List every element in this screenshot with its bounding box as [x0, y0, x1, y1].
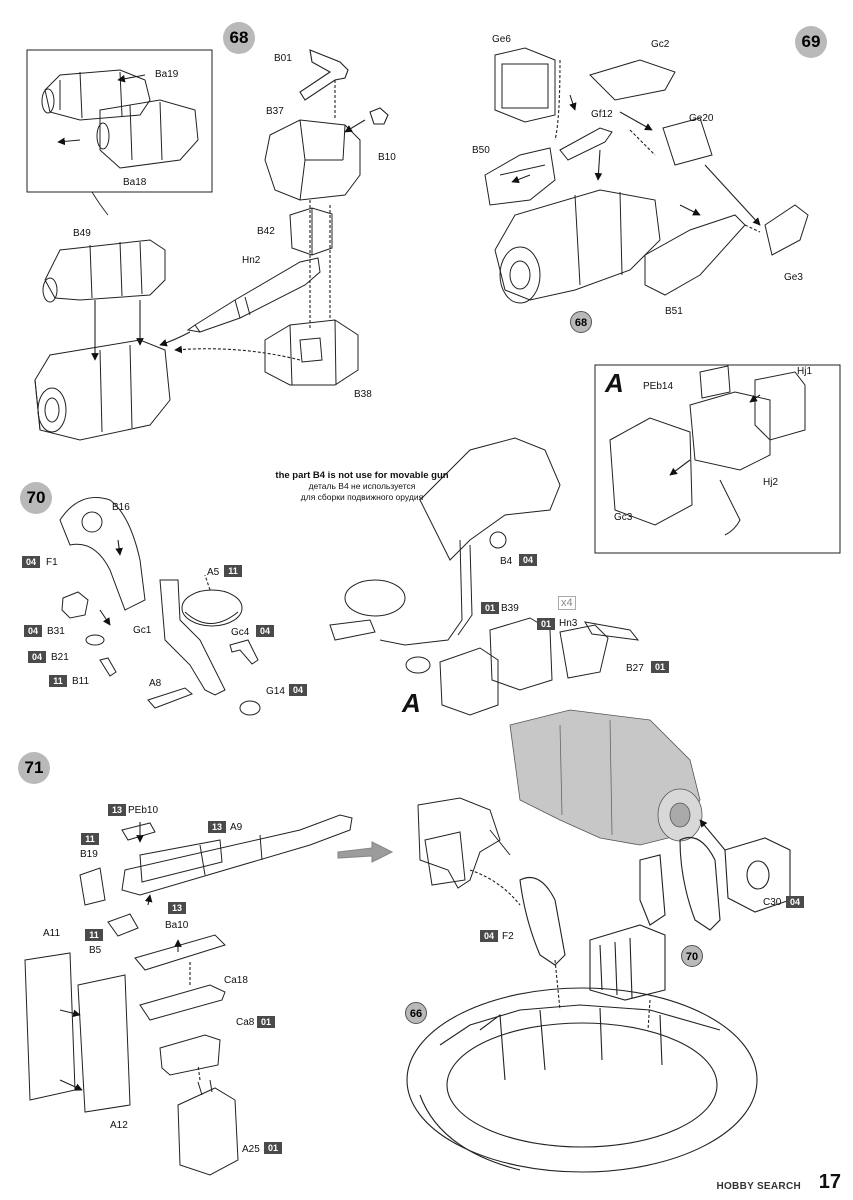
part-label-b27: B27 [626, 663, 644, 674]
part-label-gc2: Gc2 [651, 39, 670, 50]
part-label-c30: C30 [763, 897, 782, 908]
part-label-g14: G14 [266, 686, 285, 697]
part-label-b49: B49 [73, 228, 91, 239]
part-label-a8: A8 [149, 678, 162, 689]
code-badge-ca8: 01 [257, 1016, 275, 1028]
part-label-b51: B51 [665, 306, 683, 317]
part-label-hn3: Hn3 [559, 618, 578, 629]
code-badge-a25: 01 [264, 1142, 282, 1154]
part-label-a11: A11 [43, 928, 61, 939]
part-label-peb14: PEb14 [643, 381, 674, 392]
part-label-b50: B50 [472, 145, 490, 156]
code-badge-b19: 11 [81, 833, 99, 845]
part-label-b42: B42 [257, 226, 275, 237]
watermark: HOBBY SEARCH [716, 1181, 801, 1192]
page-number: 17 [818, 1171, 841, 1193]
part-label-b31: B31 [47, 626, 65, 637]
code-badge-b31: 04 [24, 625, 42, 637]
part-label-peb10: PEb10 [128, 805, 159, 816]
code-badge-f1: 04 [22, 556, 40, 568]
code-badge-b4: 04 [519, 554, 537, 566]
code-badge-b11: 11 [49, 675, 67, 687]
part-label-b19: B19 [80, 849, 98, 860]
part-label-ge3: Ge3 [784, 272, 803, 283]
step-69-badge: 69 [795, 26, 827, 58]
part-label-b01: B01 [274, 53, 292, 64]
part-label-ba10: Ba10 [165, 920, 189, 931]
part-label-b39: B39 [501, 603, 519, 614]
code-badge-c30: 04 [786, 896, 804, 908]
part-label-ca8: Ca8 [236, 1017, 255, 1028]
part-label-a12: A12 [110, 1120, 128, 1131]
code-badge-a5: 11 [224, 565, 242, 577]
part-label-b21: B21 [51, 652, 69, 663]
part-label-a9: A9 [230, 822, 243, 833]
subassembly-a-label: A [402, 688, 421, 718]
step-68-badge: 68 [223, 22, 255, 54]
code-badge-f2: 04 [480, 930, 498, 942]
part-label-ge6: Ge6 [492, 34, 511, 45]
code-badge-b5: 11 [85, 929, 103, 941]
part-label-ge20: Ge20 [689, 113, 714, 124]
part-label-a25: A25 [242, 1144, 260, 1155]
code-badge-peb10: 13 [108, 804, 126, 816]
note-russian-line-1: деталь B4 не используется [308, 481, 416, 491]
part-label-f2: F2 [502, 931, 514, 942]
b4-note: the part B4 is not use for movable gun д… [262, 470, 462, 503]
part-label-b16: B16 [112, 502, 130, 513]
note-russian-line-2: для сборки подвижного орудия [300, 492, 424, 502]
part-label-hn2: Hn2 [242, 255, 261, 266]
inset-a-label: A [605, 368, 624, 398]
part-label-b37: B37 [266, 106, 284, 117]
part-label-f1: F1 [46, 557, 58, 568]
part-label-hj2: Hj2 [763, 477, 779, 488]
part-label-b10: B10 [378, 152, 396, 163]
code-badge-g14: 04 [289, 684, 307, 696]
part-label-a5: A5 [207, 567, 220, 578]
part-label-gc1: Gc1 [133, 625, 152, 636]
part-label-b4: B4 [500, 556, 513, 567]
part-label-b11: B11 [72, 676, 90, 687]
note-english: the part B4 is not use for movable gun [275, 470, 449, 481]
part-label-b38: B38 [354, 389, 372, 400]
code-badge-hn3: 01 [537, 618, 555, 630]
part-label-gc4: Gc4 [231, 627, 250, 638]
step-ref-68-badge: 68 [570, 311, 592, 333]
step-ref-66-badge: 66 [405, 1002, 427, 1024]
part-label-gc3: Gc3 [614, 512, 633, 523]
part-label-hj1: Hj1 [797, 366, 813, 377]
part-label-b5: B5 [89, 945, 102, 956]
part-label-ca18: Ca18 [224, 975, 248, 986]
code-badge-b21: 04 [28, 651, 46, 663]
part-label-ba18: Ba18 [123, 177, 147, 188]
code-badge-b39: 01 [481, 602, 499, 614]
step-ref-70-badge: 70 [681, 945, 703, 967]
code-badge-a9: 13 [208, 821, 226, 833]
part-label-ba19: Ba19 [155, 69, 179, 80]
step-71-badge: 71 [18, 752, 50, 784]
code-badge-b27: 01 [651, 661, 669, 673]
code-badge-gc4: 04 [256, 625, 274, 637]
quantity-badge: x4 [558, 596, 576, 610]
part-label-gf12: Gf12 [591, 109, 613, 120]
code-badge-ba10: 13 [168, 902, 186, 914]
step-70-badge: 70 [20, 482, 52, 514]
